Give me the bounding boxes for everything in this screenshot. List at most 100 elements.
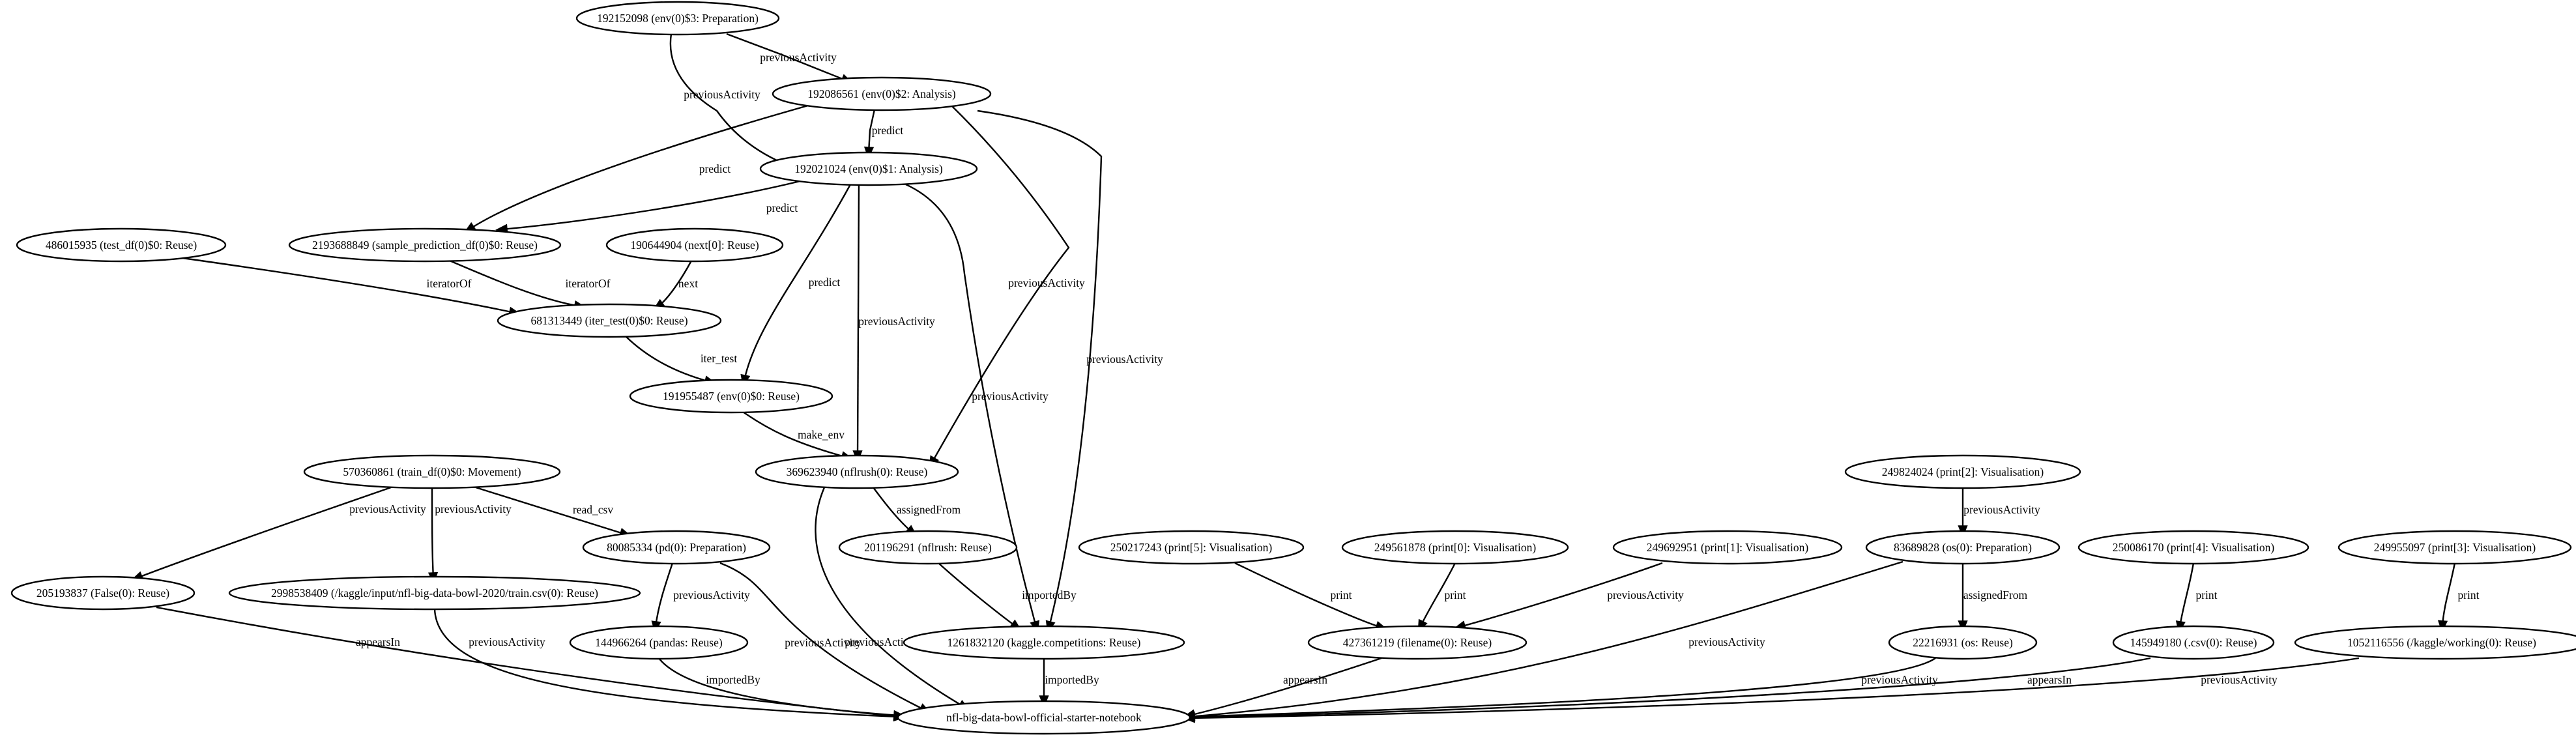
edge-predict: predict <box>463 104 809 233</box>
edge-print: print <box>1234 562 1388 631</box>
edge-label: previousActivity <box>1861 673 1938 686</box>
node-n250217243: 250217243 (print[5]: Visualisation) <box>1078 530 1305 565</box>
edge-line <box>931 105 1070 463</box>
node-n145949180: 145949180 (.csv(0): Reuse) <box>2112 625 2275 660</box>
node-ellipse <box>772 76 992 111</box>
node-n201196291: 201196291 (nflrush: Reuse) <box>838 530 1018 565</box>
edge-label: previousActivity <box>1607 588 1684 601</box>
edge-label: predict <box>766 201 798 214</box>
edge-label: predict <box>699 162 731 175</box>
nodes-layer: 192152098 (env(0)$3: Preparation)1920865… <box>10 1 2576 735</box>
node-label: 2998538409 (/kaggle/input/nfl-big-data-b… <box>271 586 598 600</box>
edge-label: previousActivity <box>858 315 935 328</box>
edge-iteratorOf: iteratorOf <box>182 257 521 317</box>
edge-line <box>867 109 876 153</box>
edge-label: predict <box>809 276 841 289</box>
edge-label: previousActivity <box>673 588 750 601</box>
node-ellipse <box>575 1 780 36</box>
node-n80085334: 80085334 (pd(0): Preparation) <box>582 530 771 565</box>
node-n427361219: 427361219 (filename(0): Reuse) <box>1307 625 1527 660</box>
node-n249692951: 249692951 (print[1]: Visualisation) <box>1612 530 1843 565</box>
edge-previousActivity: previousActivity <box>651 562 750 633</box>
node-n1261832120: 1261832120 (kaggle.competitions: Reuse) <box>903 625 1185 660</box>
node-n205193837: 205193837 (False(0): Reuse) <box>10 575 195 611</box>
edge-label: previousActivity <box>785 636 861 649</box>
edge-line <box>449 259 581 308</box>
edge-next: next <box>652 260 698 310</box>
edge-line <box>136 486 392 579</box>
node-ellipse <box>1078 530 1305 565</box>
node-ellipse <box>838 530 1018 565</box>
node-label: 250086170 (print[4]: Visualisation) <box>2113 541 2275 554</box>
edge-line <box>1189 657 2360 719</box>
node-n570360861: 570360861 (train_df(0)$0: Movement) <box>303 454 561 489</box>
node-ellipse <box>1612 530 1843 565</box>
edge-line <box>669 33 789 167</box>
node-label: 201196291 (nflrush: Reuse) <box>864 541 992 554</box>
edge-previousActivity: previousActivity <box>929 105 1085 469</box>
edge-label: print <box>1444 588 1466 601</box>
node-label: 681313449 (iter_test(0)$0: Reuse) <box>530 314 687 327</box>
edge-line <box>726 33 848 82</box>
edge-previousActivity: previousActivity <box>1958 487 2040 538</box>
edge-appearsIn: appearsIn <box>1183 657 1382 719</box>
edge-predict: predict <box>740 184 852 387</box>
edge-line <box>742 411 848 459</box>
node-ellipse <box>897 700 1191 735</box>
node-n2998538409: 2998538409 (/kaggle/input/nfl-big-data-b… <box>228 575 641 611</box>
edge-line <box>719 562 926 712</box>
edge-line <box>1189 658 1936 718</box>
edge-previousActivity: previousActivity <box>1183 658 1938 722</box>
edge-previousActivity: previousActivity <box>1453 562 1684 631</box>
node-label: 249692951 (print[1]: Visualisation) <box>1647 541 1809 554</box>
edge-label: previousActivity <box>1963 503 2040 516</box>
edge-importedBy: importedBy <box>938 562 1077 631</box>
edge-line <box>856 184 860 457</box>
node-ellipse <box>2077 530 2309 565</box>
edge-label: previousActivity <box>972 390 1049 403</box>
edge-label: importedBy <box>1045 673 1099 686</box>
node-n22216931: 22216931 (os: Reuse) <box>1888 625 2038 660</box>
edge-line <box>2441 562 2456 627</box>
edge-previousActivity: previousActivity <box>130 486 426 581</box>
node-ellipse <box>16 227 227 263</box>
edge-label: next <box>678 277 698 290</box>
edge-previousActivity: previousActivity <box>852 184 935 463</box>
edge-line <box>501 178 809 231</box>
edge-previousActivity: previousActivity <box>427 487 512 585</box>
node-label: 1052116556 (/kaggle/working(0): Reuse) <box>2347 636 2536 649</box>
node-ellipse <box>629 379 833 414</box>
node-ellipse <box>605 227 784 263</box>
node-label: 205193837 (False(0): Reuse) <box>36 586 169 600</box>
edge-line <box>1459 562 1663 628</box>
edge-line <box>654 562 674 628</box>
node-label: 190644904 (next[0]: Reuse) <box>630 238 759 252</box>
edge-label: previousActivity <box>760 51 837 64</box>
edge-iteratorOf: iteratorOf <box>449 259 611 311</box>
node-label: 145949180 (.csv(0): Reuse) <box>2130 636 2257 649</box>
edge-line <box>1189 560 1903 718</box>
node-n250086170: 250086170 (print[4]: Visualisation) <box>2077 530 2309 565</box>
node-notebook: nfl-big-data-bowl-official-starter-noteb… <box>897 700 1191 735</box>
edge-previousActivity: previousActivity <box>726 33 854 83</box>
node-n486015935: 486015935 (test_df(0)$0: Reuse) <box>16 227 227 263</box>
edge-line <box>625 336 711 383</box>
edge-predict: predict <box>495 178 809 234</box>
node-ellipse <box>569 625 749 660</box>
edge-label: iteratorOf <box>566 277 611 290</box>
node-label: nfl-big-data-bowl-official-starter-noteb… <box>946 711 1142 724</box>
node-ellipse <box>2112 625 2275 660</box>
edge-label: previousActivity <box>1086 353 1163 366</box>
edge-line <box>1189 657 1382 717</box>
edge-line <box>1419 562 1456 627</box>
node-ellipse <box>288 227 562 263</box>
node-label: 249955097 (print[3]: Visualisation) <box>2374 541 2536 554</box>
edge-label: previousActivity <box>1688 635 1765 648</box>
node-label: 144966264 (pandas: Reuse) <box>595 636 723 649</box>
edge-label: print <box>2195 588 2217 601</box>
node-ellipse <box>755 454 959 489</box>
edge-label: appearsIn <box>2027 673 2072 686</box>
edge-line <box>977 109 1103 628</box>
edge-line <box>1189 657 2151 719</box>
